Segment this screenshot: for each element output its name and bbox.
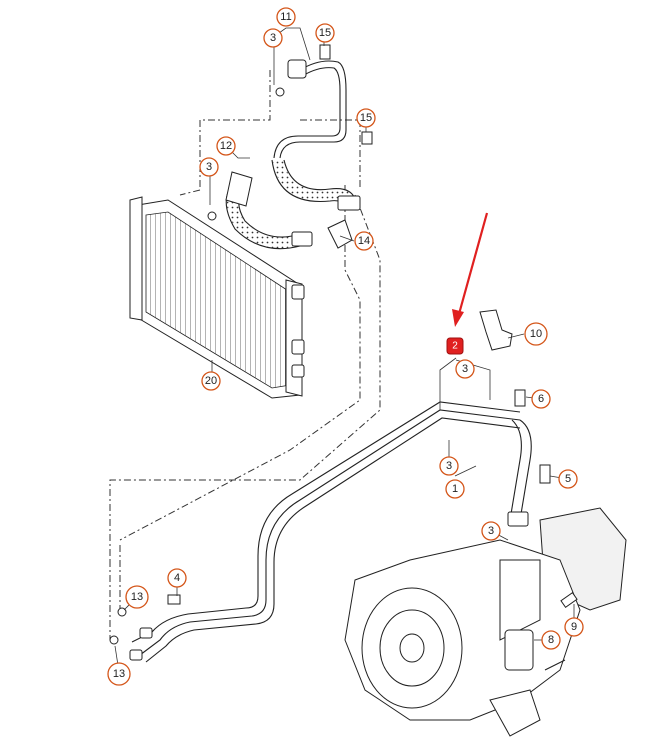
oil-cooler-radiator [129, 196, 305, 399]
svg-text:13: 13 [113, 668, 125, 680]
callout-3[interactable]: 3 [455, 359, 475, 379]
callout-10[interactable]: 10 [524, 322, 548, 346]
gearbox [344, 507, 627, 737]
callout-5[interactable]: 5 [558, 469, 578, 489]
transmission-cooler-lines [109, 389, 551, 663]
svg-text:11: 11 [280, 11, 291, 23]
bolt [361, 131, 373, 145]
callout-1[interactable]: 1 [445, 479, 465, 499]
svg-text:4: 4 [174, 572, 180, 584]
callout-9[interactable]: 9 [564, 617, 584, 637]
svg-text:12: 12 [220, 140, 232, 152]
pipe-union [225, 171, 253, 207]
hose-clamp [327, 219, 353, 249]
bolt [539, 464, 551, 484]
svg-text:15: 15 [319, 27, 331, 39]
svg-text:20: 20 [205, 375, 217, 387]
assembly-lines [109, 70, 381, 640]
callout-3[interactable]: 3 [439, 456, 459, 476]
callout-20[interactable]: 20 [201, 371, 221, 391]
callout-12[interactable]: 12 [216, 136, 236, 156]
pipe-connector [507, 511, 529, 527]
highlighted-part-2[interactable]: 2 [446, 337, 464, 355]
callout-11[interactable]: 11 [276, 7, 296, 27]
bolt [167, 594, 181, 605]
filter-housing [504, 629, 534, 671]
callout-6[interactable]: 6 [531, 389, 551, 409]
o-ring [275, 87, 285, 97]
svg-text:3: 3 [462, 363, 468, 375]
svg-text:3: 3 [446, 460, 452, 472]
svg-text:13: 13 [131, 591, 143, 603]
callout-13[interactable]: 13 [107, 662, 131, 686]
svg-text:5: 5 [565, 473, 571, 485]
svg-text:3: 3 [270, 32, 276, 44]
svg-text:8: 8 [548, 634, 554, 646]
callout-3[interactable]: 3 [263, 28, 283, 48]
svg-text:1: 1 [452, 483, 458, 495]
svg-text:6: 6 [538, 393, 544, 405]
svg-text:3: 3 [488, 525, 494, 537]
bolt [319, 44, 331, 60]
svg-text:10: 10 [530, 328, 542, 340]
bolt [514, 389, 526, 407]
bracket [479, 309, 513, 351]
callout-15[interactable]: 15 [356, 108, 376, 128]
upper-hose-assembly [207, 44, 373, 250]
callout-3[interactable]: 3 [199, 157, 219, 177]
callout-3[interactable]: 3 [481, 521, 501, 541]
svg-text:15: 15 [360, 112, 372, 124]
hose-fitting [287, 59, 307, 79]
callout-14[interactable]: 14 [354, 231, 374, 251]
callout-8[interactable]: 8 [541, 630, 561, 650]
highlighted-part-label: 2 [452, 341, 458, 352]
red-arrow-icon [452, 212, 489, 327]
output-flange [489, 689, 541, 737]
svg-text:14: 14 [358, 235, 370, 247]
callout-4[interactable]: 4 [167, 568, 187, 588]
svg-text:3: 3 [206, 161, 212, 173]
svg-text:9: 9 [571, 621, 577, 633]
callout-13[interactable]: 13 [125, 585, 149, 609]
callout-15[interactable]: 15 [315, 23, 335, 43]
